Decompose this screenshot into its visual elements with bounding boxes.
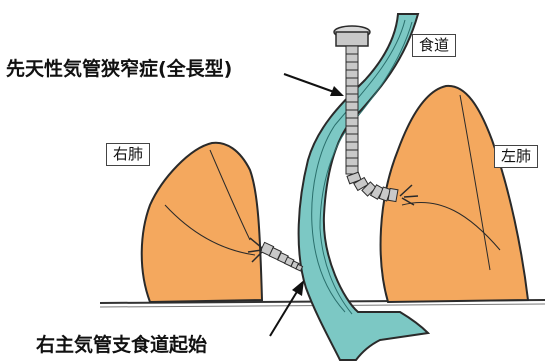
- right-lung: [142, 143, 262, 302]
- condition-arrow: [284, 74, 344, 96]
- condition-label: 先天性気管狭窄症(全長型): [6, 60, 232, 79]
- trachea-collar: [336, 32, 368, 46]
- trachea-rings: [346, 46, 358, 174]
- left-lung-label: 左肺: [494, 145, 538, 168]
- esophagus-label: 食道: [412, 34, 456, 57]
- origin-arrow: [270, 280, 304, 336]
- origin-label: 右主気管支食道起始: [36, 336, 207, 355]
- right-bronchus: [260, 242, 302, 271]
- right-lung-label: 右肺: [106, 143, 150, 166]
